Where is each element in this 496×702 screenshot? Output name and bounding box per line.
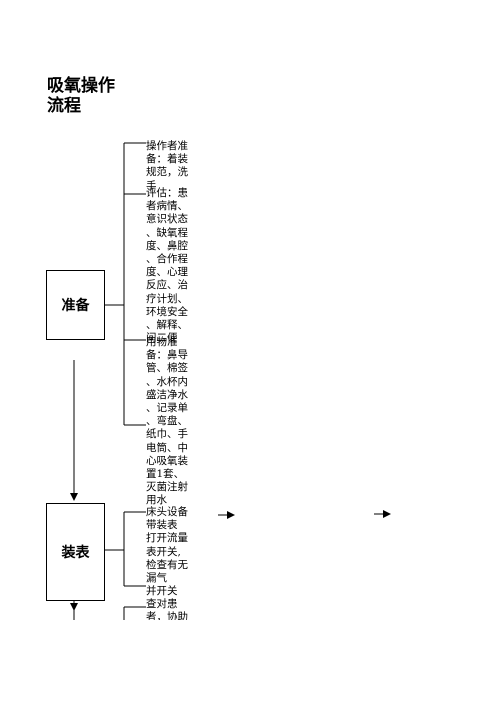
prepare-item-operator: 操作者准 备：着装 规范，洗 手 xyxy=(146,140,188,192)
prepare-item-assessment: 评估：患 者病情、 意识状态 、缺氧程 度、鼻腔 、合作程 度、心理 反应、治 … xyxy=(146,187,188,345)
install-text: 床头设备 带装表 打开流量 表开关, 检查有无 漏气 并开关 xyxy=(146,506,188,598)
page-title: 吸氧操作流程 xyxy=(47,76,115,114)
step-box-prepare: 准备 xyxy=(46,270,105,340)
next-step-text: 查对患 者，协助 xyxy=(146,598,188,620)
step-box-install: 装表 xyxy=(46,503,105,601)
step-label-install: 装表 xyxy=(61,545,90,561)
step-label-prepare: 准备 xyxy=(61,298,90,314)
next-step-clip: 查对患 者，协助 xyxy=(140,598,200,620)
prepare-item-supplies: 用物准 备：鼻导 管、棉签 、水杯内 盛洁净水 、记录单 、弯盘、 纸巾、手 电… xyxy=(146,336,188,507)
